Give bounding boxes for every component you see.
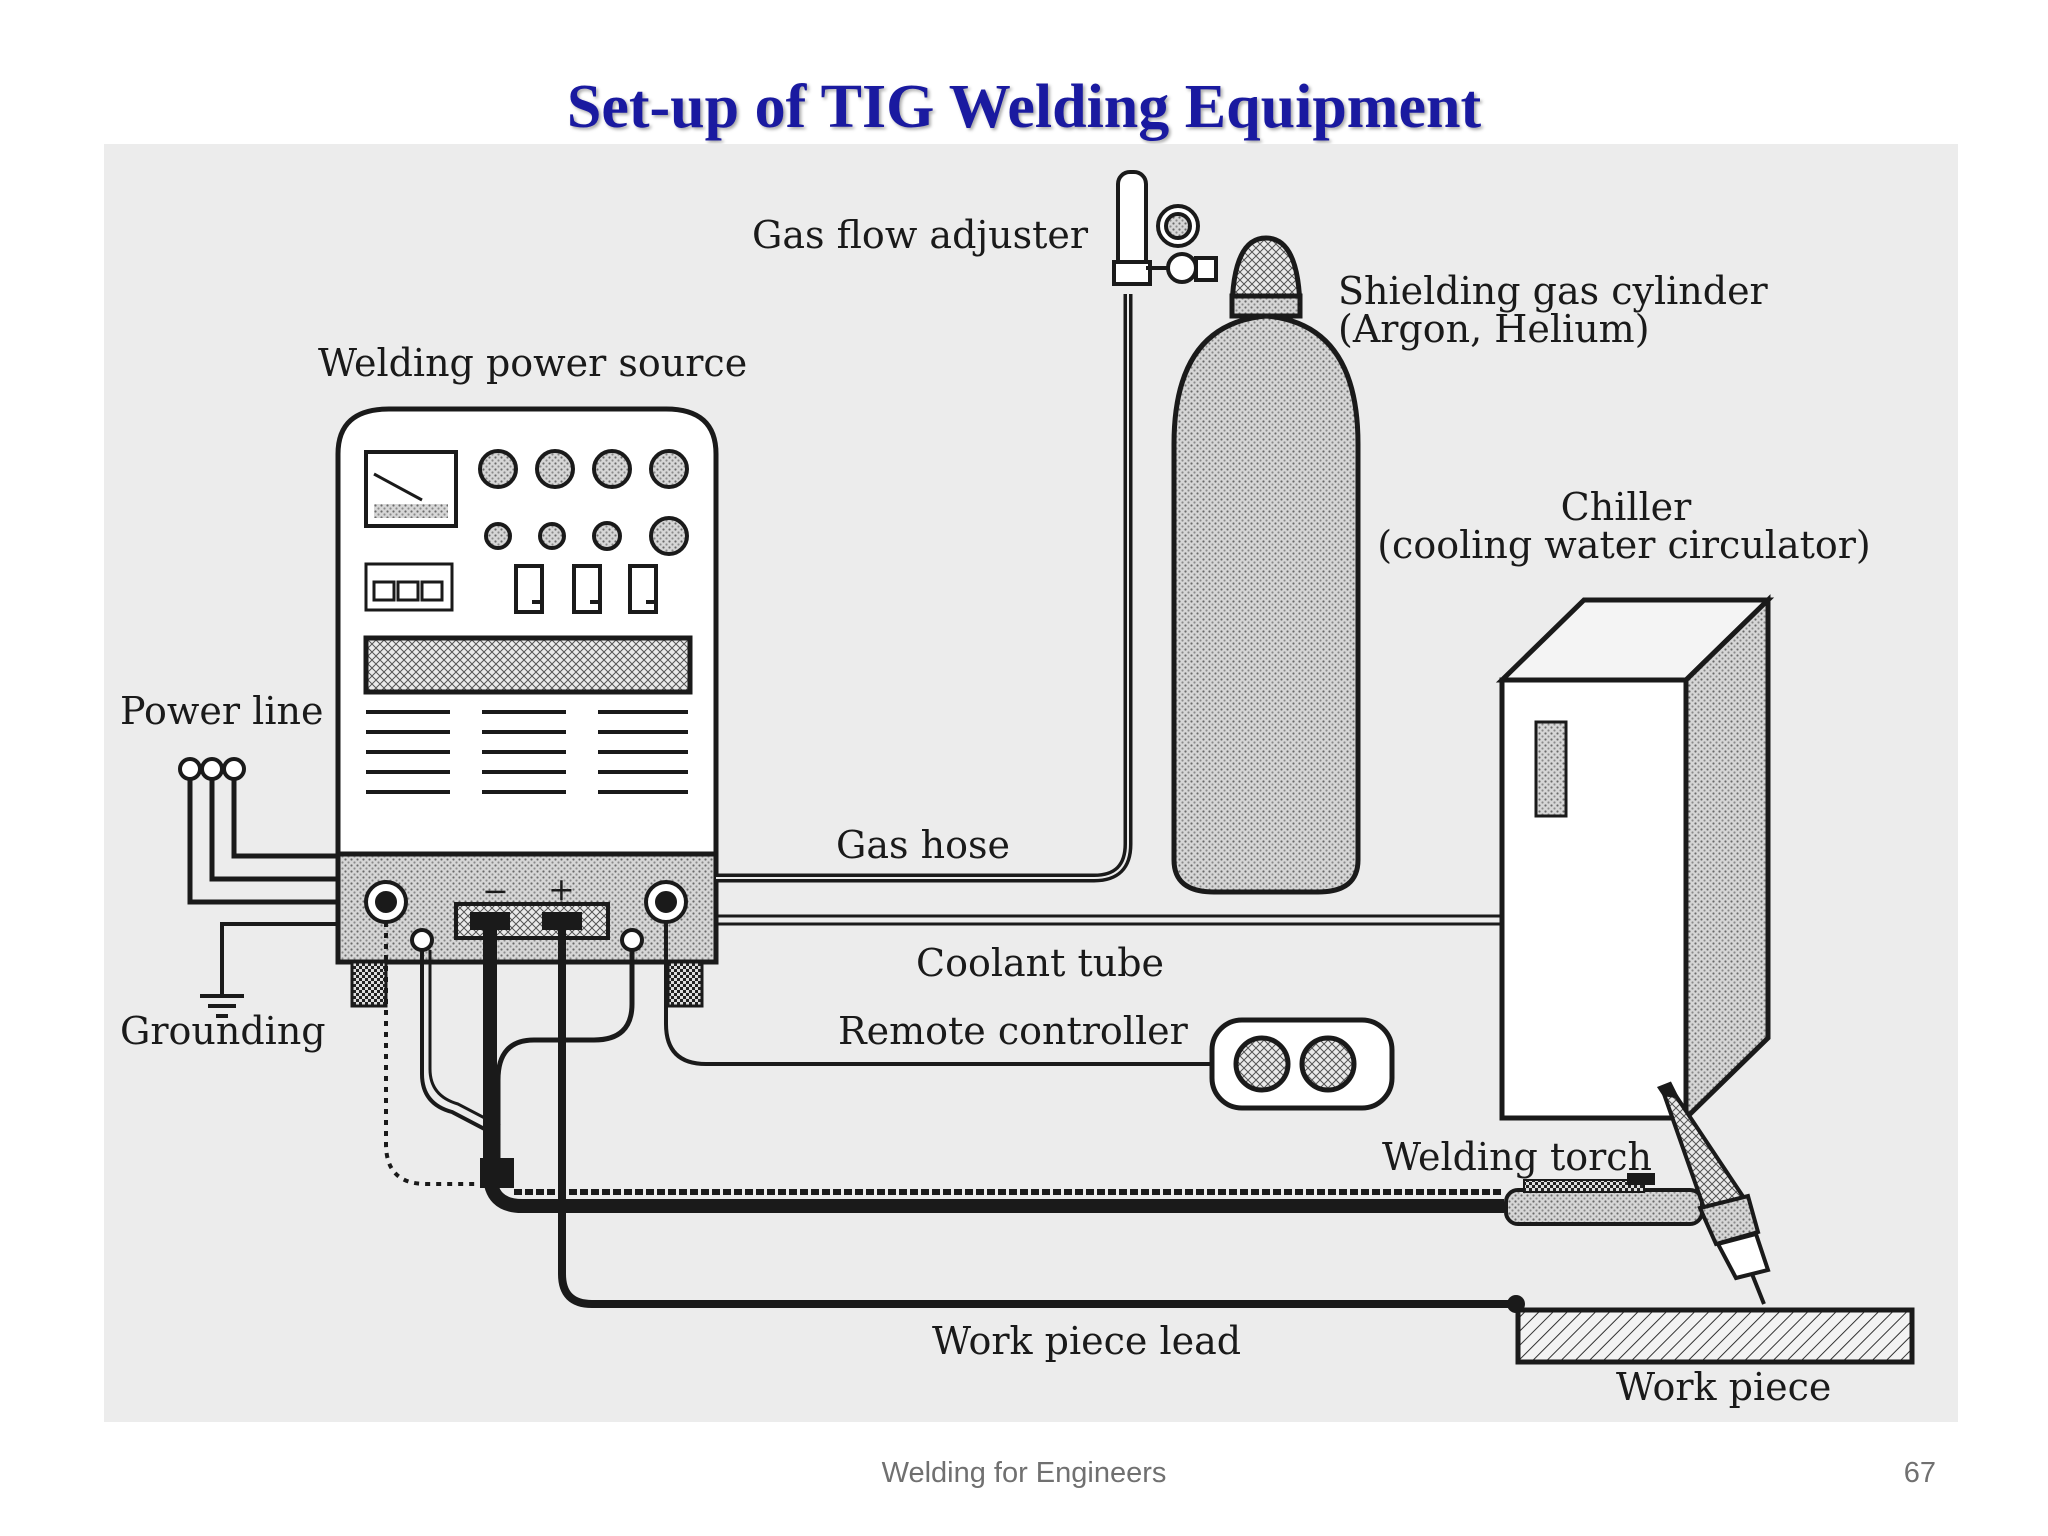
label-cylinder-gases: (Argon, Helium) xyxy=(1338,307,1650,351)
label-shielding-gas-cylinder: Shielding gas cylinder xyxy=(1338,269,1769,313)
remote-controller-cable xyxy=(664,922,1212,1066)
label-grounding: Grounding xyxy=(120,1009,326,1053)
welding-torch xyxy=(1504,1081,1771,1305)
slide-footer: Welding for Engineers xyxy=(881,1457,1167,1489)
label-work-piece-lead: Work piece lead xyxy=(932,1319,1241,1363)
label-coolant-tube: Coolant tube xyxy=(916,941,1164,985)
control-knobs xyxy=(478,449,689,556)
welding-power-source: − + xyxy=(335,406,719,1008)
label-power-line: Power line xyxy=(120,689,323,733)
cable-junction xyxy=(480,1158,514,1188)
slide-title: Set-up of TIG Welding Equipment xyxy=(566,73,1482,141)
label-gas-flow-adjuster: Gas flow adjuster xyxy=(752,213,1089,257)
tig-setup-diagram: − + xyxy=(104,144,1958,1422)
minus-terminal-label: − xyxy=(482,872,509,910)
shielding-gas-cylinder xyxy=(1171,235,1361,895)
torch-lead-thin-2 xyxy=(428,950,501,1128)
label-work-piece: Work piece xyxy=(1616,1365,1831,1409)
ground-symbol xyxy=(200,922,338,1018)
label-chiller: Chiller xyxy=(1561,485,1692,529)
label-welding-torch: Welding torch xyxy=(1382,1135,1652,1179)
coolant-tube xyxy=(716,914,1502,926)
label-welding-power-source: Welding power source xyxy=(318,341,747,385)
torch-lead-thin-1 xyxy=(420,950,495,1136)
dotted-control-line xyxy=(384,922,484,1186)
label-gas-hose: Gas hose xyxy=(836,823,1010,867)
slide-page-number: 67 xyxy=(1903,1457,1936,1489)
gas-flow-adjuster xyxy=(1112,170,1218,286)
work-piece xyxy=(1515,1307,1915,1365)
info-plate-lines xyxy=(366,710,688,794)
toggle-switches xyxy=(514,564,658,614)
display-panel xyxy=(363,635,693,695)
left-foot xyxy=(350,960,388,1008)
breaker-switch xyxy=(364,562,454,612)
right-foot xyxy=(666,960,704,1008)
label-remote-controller: Remote controller xyxy=(838,1009,1189,1053)
remote-controller xyxy=(1209,1017,1395,1111)
chiller-unit xyxy=(1495,594,1775,1124)
work-piece-lead-cable xyxy=(558,928,1516,1308)
power-line-wires xyxy=(178,757,338,905)
meter-gauge xyxy=(364,450,458,528)
plus-terminal-label: + xyxy=(548,870,575,908)
label-chiller-description: (cooling water circulator) xyxy=(1377,523,1871,567)
